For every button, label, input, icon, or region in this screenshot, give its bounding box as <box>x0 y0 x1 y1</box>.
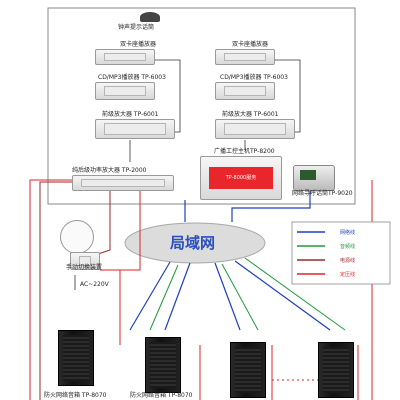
manual-selector <box>70 252 100 270</box>
host-label: 广播工控主机TP-8200 <box>214 148 275 155</box>
legend-label-power: 电源线 <box>340 258 356 264</box>
speaker-3 <box>230 342 266 398</box>
legend-label-constant: 定压线 <box>340 272 356 278</box>
amp-to-selector <box>94 182 111 256</box>
preamp-right <box>215 119 295 139</box>
lan-to-spk4 <box>234 260 331 331</box>
manual-selector-label: 手动切换装置 <box>66 264 103 271</box>
speaker-2 <box>145 337 181 393</box>
speaker-4 <box>318 342 354 398</box>
tuner-left-label: 双卡座播放器 <box>120 41 157 48</box>
audio-line-1 <box>149 264 179 331</box>
equipment-frame <box>47 7 356 205</box>
legend-label-network: 网络线 <box>340 230 356 236</box>
lan-cloud <box>124 222 266 264</box>
paging-mic-console <box>293 165 335 191</box>
mic-top-label: 钟声提示话筒 <box>118 24 155 31</box>
paging-mic-label: 网络寻呼话筒TP-9020 <box>292 190 353 197</box>
tuner-right-label: 双卡座播放器 <box>232 41 269 48</box>
audio-line-3 <box>244 257 346 331</box>
lan-to-spk3 <box>214 262 241 331</box>
speaker-2-label: 防火网络音箱 TP-8070 <box>130 392 193 399</box>
mixer-amp-left <box>72 175 174 191</box>
preamp-left <box>95 119 175 139</box>
preamp-right-label: 前级放大器 TP-6001 <box>222 111 279 118</box>
lan-label: 局域网 <box>170 234 216 252</box>
legend-label-audio: 音频线 <box>340 244 356 250</box>
cdmp3-left <box>95 82 155 100</box>
mixer-amp-label: 纯后级功率放大器 TP-2000 <box>72 167 147 174</box>
preamp-left-label: 前级放大器 TP-6001 <box>102 111 159 118</box>
lan-to-spk1 <box>129 261 171 331</box>
paging-mic-screen <box>300 170 316 180</box>
tuner-left <box>95 49 155 65</box>
broadcast-host: TP-8000服务 <box>200 156 282 200</box>
lan-to-spk2 <box>164 262 191 331</box>
speaker-1-label: 防火网络音箱 TP-8070 <box>44 392 107 399</box>
cdmp3-right-label: CD/MP3播放器 TP-6003 <box>220 74 288 81</box>
tuner-right <box>215 49 275 65</box>
ac-label: AC~220V <box>80 281 109 288</box>
microphone-icon <box>140 12 160 22</box>
manual-selector-dial <box>60 220 94 254</box>
constant-line-left <box>29 179 72 400</box>
speaker-1 <box>58 330 94 386</box>
cdmp3-right <box>215 82 275 100</box>
amp-to-selector-red <box>100 182 141 271</box>
host-lcd: TP-8000服务 <box>209 167 273 189</box>
cdmp3-left-label: CD/MP3播放器 TP-6003 <box>98 74 166 81</box>
audio-line-2 <box>221 263 259 331</box>
pager-to-lan-network <box>231 190 311 222</box>
